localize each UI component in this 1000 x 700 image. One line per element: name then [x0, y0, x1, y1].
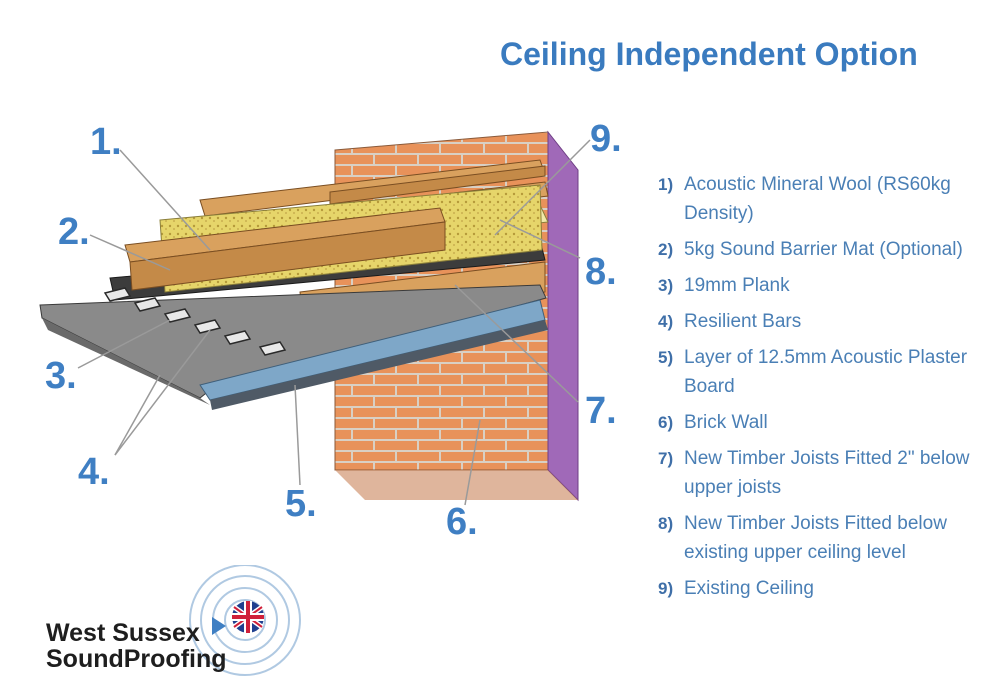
callout-4: 4. — [78, 451, 110, 493]
legend-text: Layer of 12.5mm Acoustic Plaster Board — [684, 347, 968, 397]
legend-text: Resilient Bars — [684, 311, 802, 332]
legend-number: 3) — [658, 276, 674, 295]
callout-5: 5. — [285, 483, 317, 525]
legend-item: 6) Brick Wall — [658, 408, 998, 437]
legend-item: 4) Resilient Bars — [658, 307, 998, 336]
ceiling-construction-diagram — [39, 130, 591, 506]
legend-item: 5) Layer of 12.5mm Acoustic Plaster Boar… — [658, 343, 998, 401]
callout-1: 1. — [90, 121, 122, 163]
legend-number: 2) — [658, 240, 674, 259]
resilient-bars — [103, 287, 287, 356]
legend-number: 6) — [658, 413, 674, 432]
legend-number: 4) — [658, 312, 674, 331]
callout-9: 9. — [590, 118, 622, 160]
legend-list: 1) Acoustic Mineral Wool (RS60kg Density… — [658, 170, 998, 610]
legend-item: 1) Acoustic Mineral Wool (RS60kg Density… — [658, 170, 998, 228]
legend-text: Acoustic Mineral Wool (RS60kg Density) — [684, 174, 951, 224]
legend-number: 1) — [658, 175, 674, 194]
page-title: Ceiling Independent Option — [500, 36, 918, 72]
legend-item: 3) 19mm Plank — [658, 271, 998, 300]
legend-text: Existing Ceiling — [684, 578, 814, 599]
play-arrow-icon — [212, 617, 226, 635]
union-jack-flag-icon — [232, 601, 264, 633]
legend-item: 8) New Timber Joists Fitted below existi… — [658, 509, 998, 567]
legend-text: 5kg Sound Barrier Mat (Optional) — [684, 239, 963, 260]
legend-text: New Timber Joists Fitted 2" below upper … — [684, 448, 970, 498]
legend-number: 9) — [658, 579, 674, 598]
callout-8: 8. — [585, 251, 617, 293]
company-logo: West Sussex SoundProofing — [40, 565, 320, 690]
logo-line-1: West Sussex — [46, 619, 200, 647]
callout-7: 7. — [585, 390, 617, 432]
legend-number: 5) — [658, 348, 674, 367]
legend-text: New Timber Joists Fitted below existing … — [684, 513, 947, 563]
legend-number: 7) — [658, 449, 674, 468]
callout-3: 3. — [45, 355, 77, 397]
leader-lines — [77, 139, 591, 506]
legend-item: 7) New Timber Joists Fitted 2" below upp… — [658, 444, 998, 502]
sound-wave-icon — [189, 565, 301, 676]
logo-line-2: SoundProofing — [46, 645, 227, 673]
legend-item: 2) 5kg Sound Barrier Mat (Optional) — [658, 235, 998, 264]
legend-text: 19mm Plank — [684, 275, 790, 296]
legend-number: 8) — [658, 514, 674, 533]
legend-item: 9) Existing Ceiling — [658, 574, 998, 603]
legend-text: Brick Wall — [684, 412, 768, 433]
callout-6: 6. — [446, 501, 478, 543]
callout-2: 2. — [58, 211, 90, 253]
